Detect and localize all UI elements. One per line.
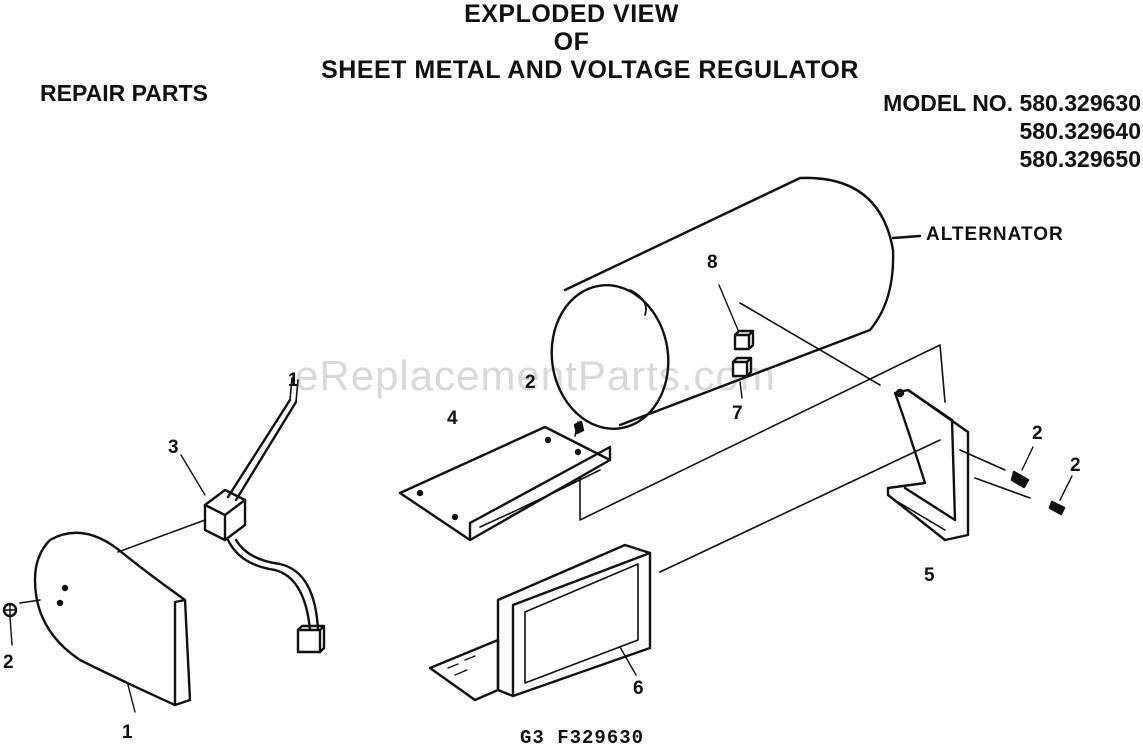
bracket (886, 388, 970, 542)
callout-8-clip: 8 (707, 252, 718, 273)
left-screw (2, 602, 18, 646)
model-number-1: MODEL NO. 580.329630 (883, 90, 1141, 116)
title-line-3: SHEET METAL AND VOLTAGE REGULATOR (321, 56, 859, 84)
callout-2-top-screw: 2 (525, 372, 536, 393)
right-screws (1010, 446, 1073, 516)
top-panel (398, 420, 612, 542)
assembly-lines (19, 302, 1031, 604)
callout-2-right-screw-a: 2 (1032, 423, 1043, 444)
base-panel (428, 543, 652, 702)
callout-7-clip: 7 (732, 403, 743, 424)
callout-5-bracket: 5 (924, 565, 935, 586)
watermark: eReplacementParts.com (295, 352, 776, 399)
callout-6-base-panel: 6 (633, 678, 644, 699)
alternator-label: ALTERNATOR (926, 224, 1064, 245)
clip-parts (718, 284, 755, 399)
callout-4-top-panel: 4 (447, 408, 458, 429)
repair-parts-label: REPAIR PARTS (40, 80, 208, 106)
alternator-cylinder (550, 176, 922, 430)
voltage-regulator (180, 377, 326, 654)
callout-1-end-panel: 1 (122, 722, 133, 743)
figure-code: G3 F329630 (520, 727, 645, 749)
callout-1-lead: 1 (288, 370, 299, 391)
callout-2-right-screw-b: 2 (1070, 455, 1081, 476)
callout-2-left-screw: 2 (3, 652, 14, 673)
model-number-3: 580.329650 (1019, 146, 1141, 172)
end-panel (33, 531, 192, 713)
callout-3-regulator: 3 (168, 437, 179, 458)
title-line-1: EXPLODED VIEW (464, 0, 679, 28)
title-line-2: OF (553, 28, 590, 56)
model-number-2: 580.329640 (1019, 118, 1141, 144)
